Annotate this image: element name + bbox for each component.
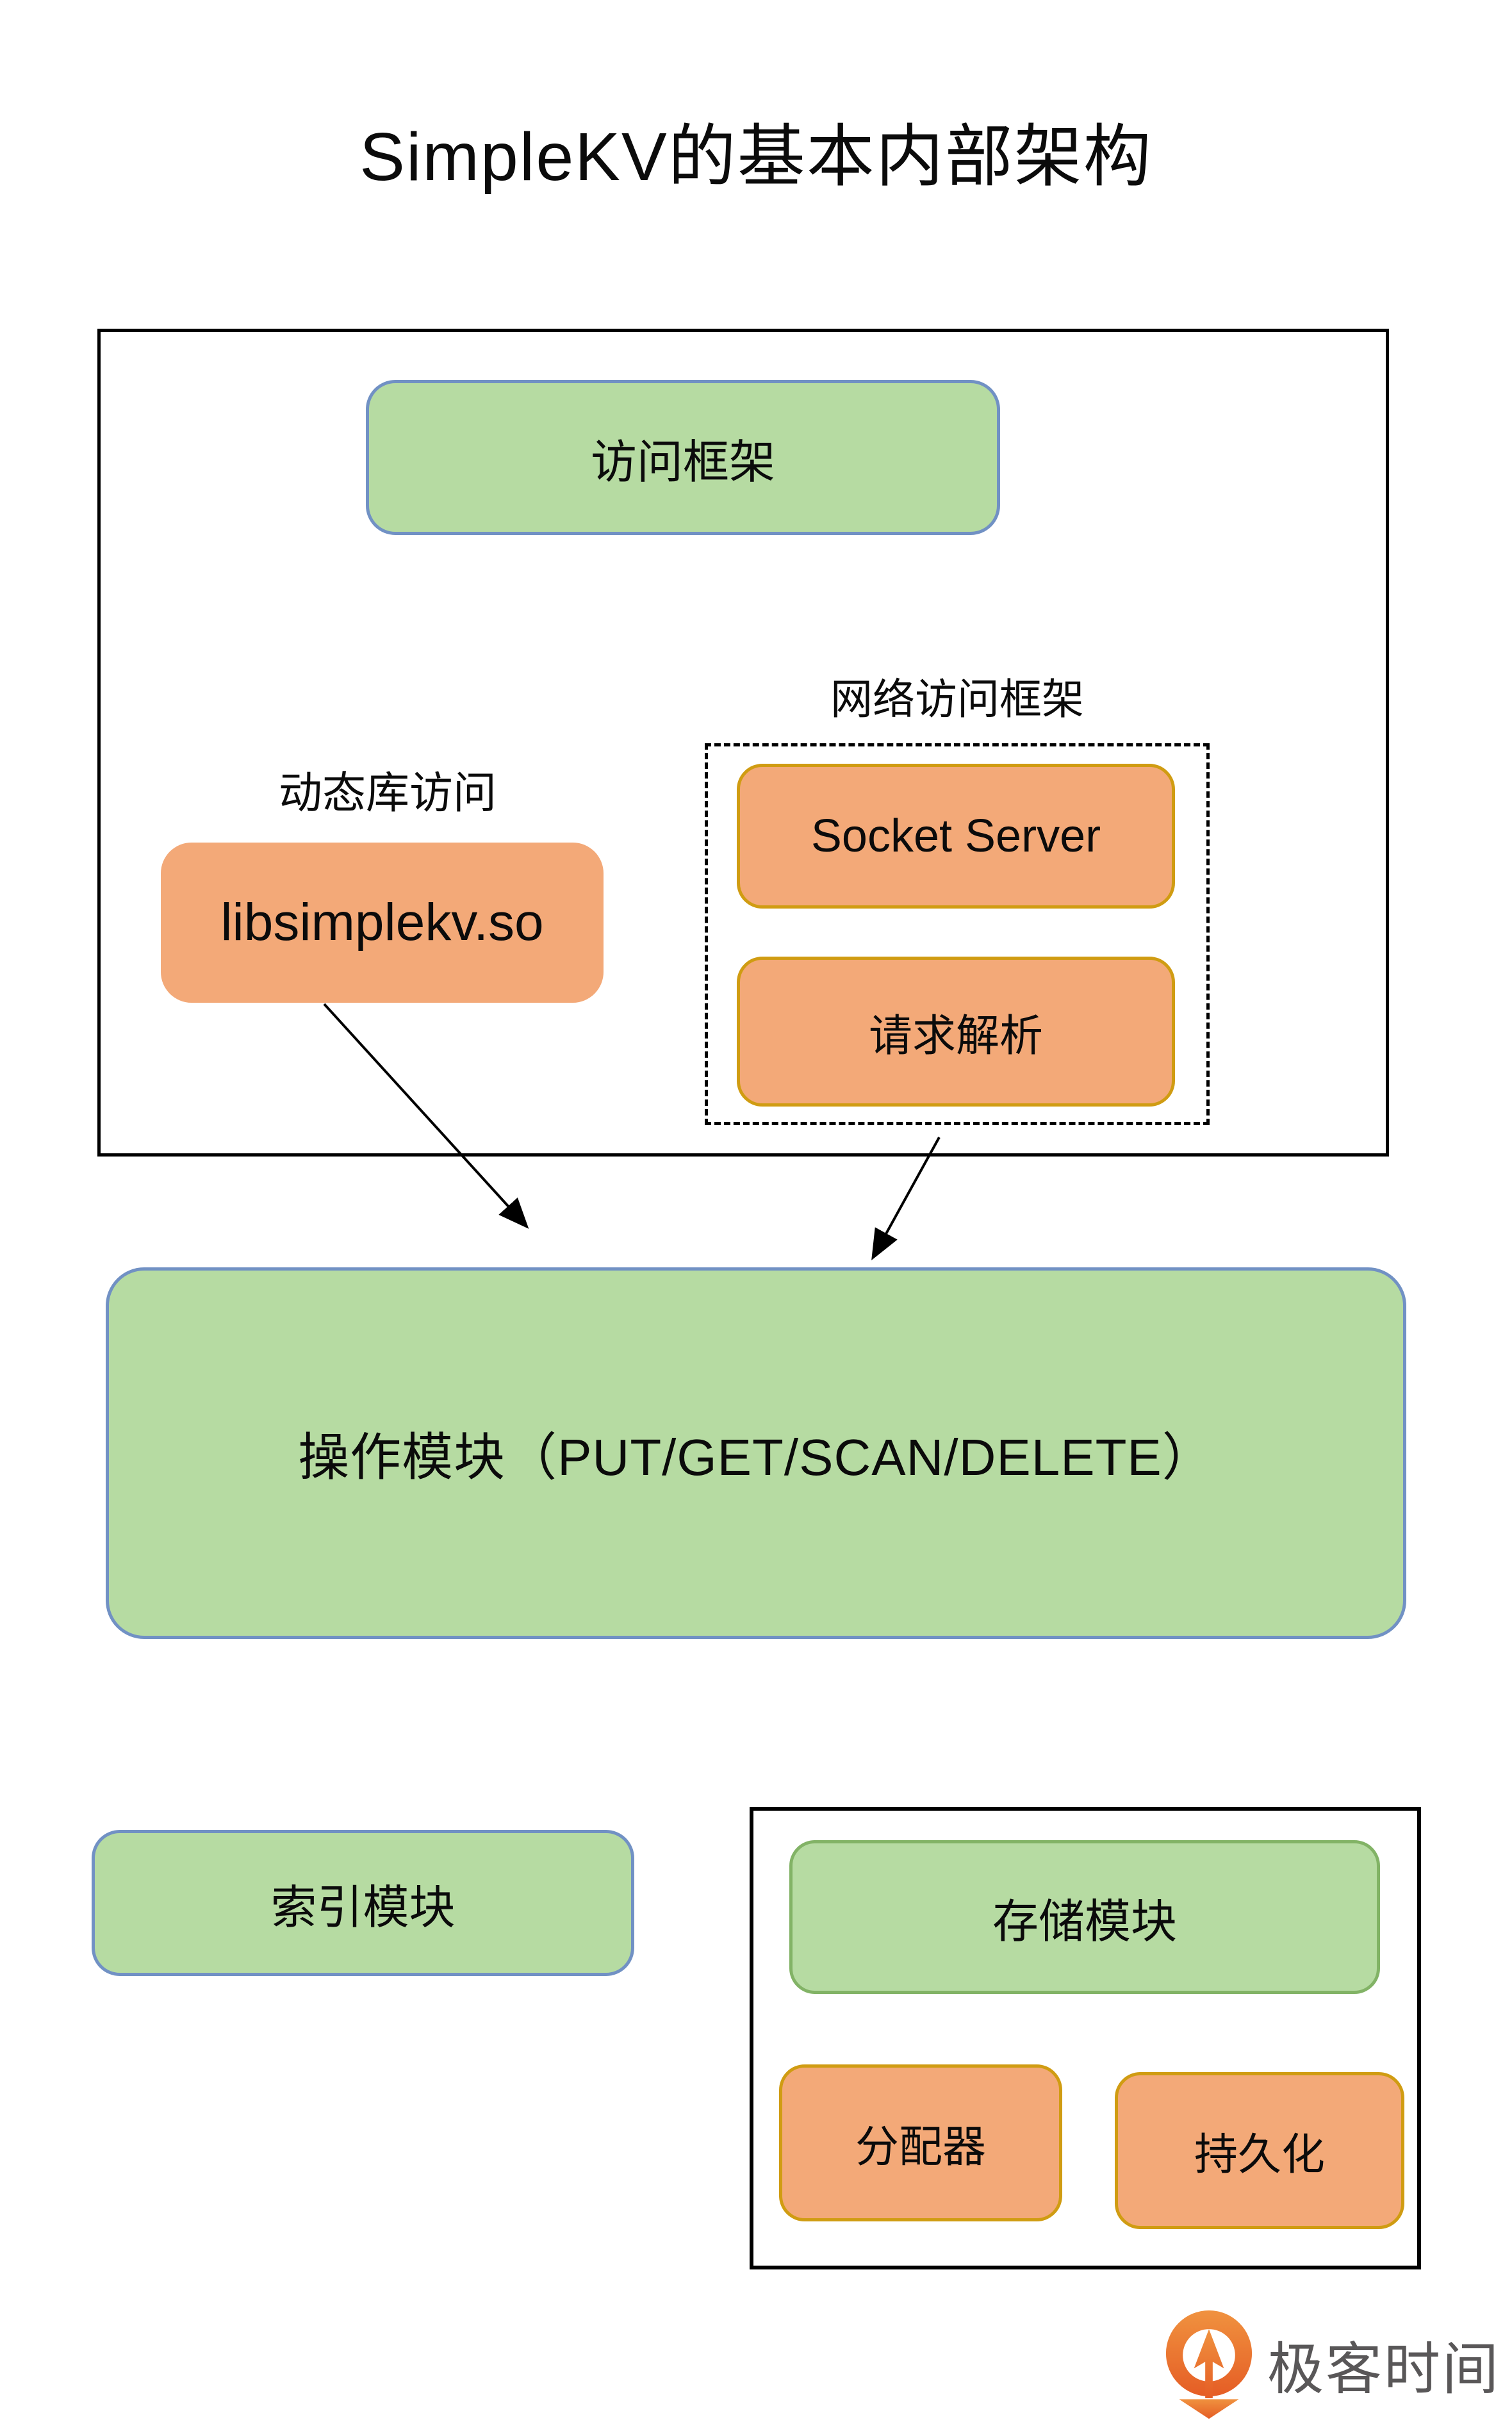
- index-module-box: 索引模块: [92, 1830, 634, 1976]
- socket-server-label: Socket Server: [810, 811, 1101, 862]
- libsimplekv-label: libsimplekv.so: [220, 893, 544, 951]
- geektime-brand-name: 极客时间: [1267, 2337, 1501, 2401]
- network-framework-label: 网络访问框架: [830, 675, 1084, 723]
- request-parse-box: 请求解析: [737, 957, 1175, 1107]
- persistence-box: 持久化: [1115, 2072, 1404, 2229]
- persistence-label: 持久化: [1194, 2130, 1325, 2179]
- allocator-box: 分配器: [779, 2064, 1062, 2221]
- socket-server-box: Socket Server: [737, 764, 1175, 909]
- request-parse-label: 请求解析: [868, 1011, 1043, 1060]
- libsimplekv-box: libsimplekv.so: [161, 843, 604, 1003]
- operation-module-label: 操作模块（PUT/GET/SCAN/DELETE）: [298, 1429, 1214, 1486]
- operation-module-box: 操作模块（PUT/GET/SCAN/DELETE）: [106, 1267, 1406, 1639]
- network-framework-dashed-frame: [705, 743, 1210, 1125]
- access-framework-box: 访问框架: [366, 380, 1000, 535]
- dynamic-lib-label: 动态库访问: [278, 769, 497, 818]
- geektime-brand: 极客时间: [1161, 2307, 1499, 2422]
- index-module-label: 索引模块: [270, 1882, 456, 1934]
- storage-module-box: 存储模块: [789, 1840, 1380, 1994]
- storage-module-label: 存储模块: [992, 1896, 1177, 1948]
- geektime-logo-icon: [1165, 2310, 1253, 2419]
- page-title: SimpleKV的基本内部架构: [359, 119, 1153, 195]
- allocator-label: 分配器: [855, 2123, 986, 2171]
- access-framework-label: 访问框架: [590, 436, 775, 488]
- access-layer-frame: [97, 329, 1389, 1157]
